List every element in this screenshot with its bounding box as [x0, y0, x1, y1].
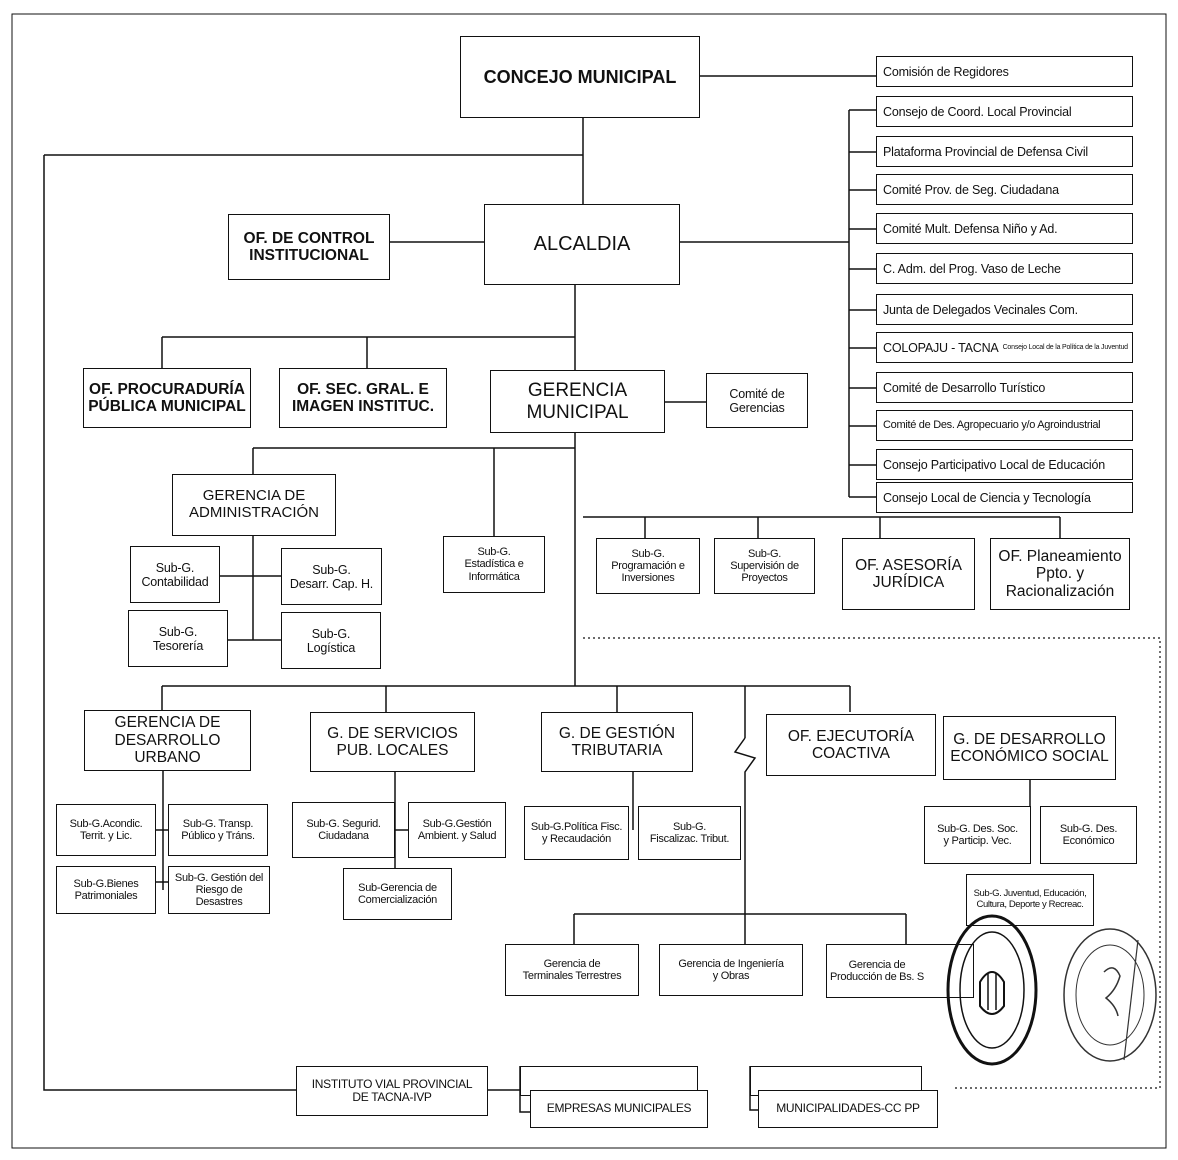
alcaldia-box: ALCALDIA [484, 204, 680, 285]
sub-bienes-box: Sub-G.Bienes Patrimoniales [56, 866, 156, 914]
servicios-publicos-box: G. DE SERVICIOS PUB. LOCALES [310, 712, 475, 772]
committee-item: Consejo de Coord. Local Provincial [876, 96, 1133, 127]
sub-politica-fiscal-box: Sub-G.Política Fisc. y Recaudación [524, 806, 629, 860]
ejecutoria-coactiva-box: OF. EJECUTORÍA COACTIVA [766, 714, 936, 776]
sub-acondic-box: Sub-G.Acondic. Territ. y Lic. [56, 804, 156, 856]
secretaria-general-box: OF. SEC. GRAL. E IMAGEN INSTITUC. [279, 368, 447, 428]
gerencia-administracion-box: GERENCIA DE ADMINISTRACIÓN [172, 474, 336, 536]
gerencia-terminales-box: Gerencia de Terminales Terrestres [505, 944, 639, 996]
sub-tesoreria-box: Sub-G. Tesorería [128, 610, 228, 667]
approval-seal-right [1063, 928, 1157, 1062]
committee-item: Comité de Des. Agropecuario y/o Agroindu… [876, 410, 1133, 441]
sub-desarrollo-economico-box: Sub-G. Des. Económico [1040, 806, 1137, 864]
committee-item: Junta de Delegados Vecinales Com. [876, 294, 1133, 325]
committee-item: Comité Mult. Defensa Niño y Ad. [876, 213, 1133, 244]
comite-gerencias-box: Comité de Gerencias [706, 373, 808, 428]
gerencia-municipal-box: GERENCIA MUNICIPAL [490, 370, 665, 433]
sub-ambiental-box: Sub-G.Gestión Ambient. y Salud [408, 802, 506, 858]
procuraduria-box: OF. PROCURADURÍA PÚBLICA MUNICIPAL [83, 368, 251, 428]
sub-desarrollo-cap-box: Sub-G. Desarr. Cap. H. [281, 548, 382, 605]
municipalidades-box: MUNICIPALIDADES-CC PP [758, 1090, 938, 1128]
sub-desarrollo-social-box: Sub-G. Des. Soc. y Particip. Vec. [924, 806, 1031, 864]
sub-supervision-box: Sub-G. Supervisión de Proyectos [714, 538, 815, 594]
committee-item: Comisión de Regidores [876, 56, 1133, 87]
sub-riesgo-box: Sub-G. Gestión del Riesgo de Desastres [168, 866, 270, 914]
committee-item: Comité de Desarrollo Turístico [876, 372, 1133, 403]
committee-item: Consejo Local de Ciencia y Tecnología [876, 482, 1133, 513]
desarrollo-economico-box: G. DE DESARROLLO ECONÓMICO SOCIAL [943, 716, 1116, 780]
committee-colopaju-label: COLOPAJU - TACNA [883, 340, 999, 355]
instituto-vial-box: INSTITUTO VIAL PROVINCIAL DE TACNA-IVP [296, 1066, 488, 1116]
sub-comercializacion-box: Sub-Gerencia de Comercialización [343, 868, 452, 920]
sub-fiscalizacion-box: Sub-G. Fiscalizac. Tribut. [638, 806, 741, 860]
gerencia-ingenieria-box: Gerencia de Ingeniería y Obras [659, 944, 803, 996]
asesoria-juridica-box: OF. ASESORÍA JURÍDICA [842, 538, 975, 610]
empresas-municipales-box: EMPRESAS MUNICIPALES [530, 1090, 708, 1128]
gerencia-produccion-box: Gerencia de Producción de Bs. S [826, 944, 974, 998]
committee-item: Consejo Participativo Local de Educación [876, 449, 1133, 480]
planeamiento-box: OF. Planeamiento Ppto. y Racionalización [990, 538, 1130, 610]
gestion-tributaria-box: G. DE GESTIÓN TRIBUTARIA [541, 712, 693, 772]
sub-contabilidad-box: Sub-G. Contabilidad [130, 546, 220, 603]
concejo-municipal-box: CONCEJO MUNICIPAL [460, 36, 700, 118]
sub-transporte-box: Sub-G. Transp. Público y Tráns. [168, 804, 268, 856]
committee-item: C. Adm. del Prog. Vaso de Leche [876, 253, 1133, 284]
sub-estadistica-box: Sub-G. Estadística e Informática [443, 536, 545, 593]
committee-item: Plataforma Provincial de Defensa Civil [876, 136, 1133, 167]
colopaju-note: Consejo Local de la Política de la Juven… [1002, 343, 1128, 351]
municipal-seal-left [946, 914, 1038, 1066]
sub-seguridad-box: Sub-G. Segurid. Ciudadana [292, 802, 395, 858]
desarrollo-urbano-box: GERENCIA DE DESARROLLO URBANO [84, 710, 251, 771]
sub-logistica-box: Sub-G. Logística [281, 612, 381, 669]
control-institucional-box: OF. DE CONTROL INSTITUCIONAL [228, 214, 390, 280]
committee-item: Comité Prov. de Seg. Ciudadana [876, 174, 1133, 205]
sub-programacion-box: Sub-G. Programación e Inversiones [596, 538, 700, 594]
